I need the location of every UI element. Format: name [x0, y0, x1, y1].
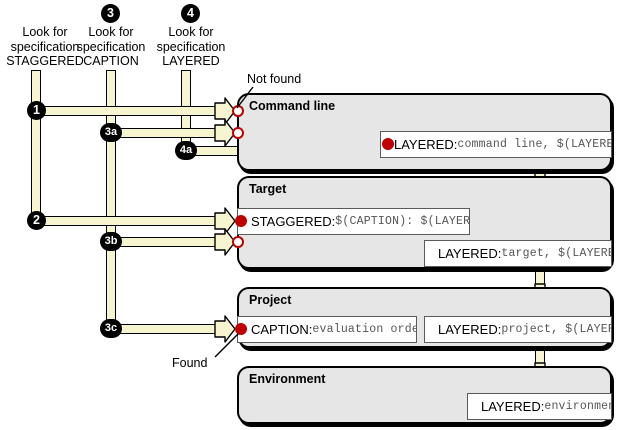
value-key: LAYERED — [438, 246, 498, 261]
lookup-marker-1: 1 — [27, 101, 46, 120]
scope-title-environment: Environment — [249, 372, 326, 386]
pipe-lookup-3b — [106, 237, 218, 247]
value-box-project-caption: CAPTION:evaluation order — [237, 316, 417, 343]
arrowhead-lookup-3c — [214, 315, 236, 343]
status-dot-found-target-staggered — [235, 215, 247, 227]
pipe-lookup-2 — [31, 216, 218, 226]
column-label-caption: Look for specification CAPTION — [76, 25, 146, 68]
value-sep: : — [540, 399, 545, 414]
column-marker-4: 4 — [181, 4, 200, 23]
callout-found-label: Found — [172, 356, 208, 370]
value-box-target-layered: LAYERED:target, $(LAYERED) — [424, 240, 612, 267]
lookup-marker-3c: 3c — [100, 319, 122, 338]
column-label-staggered: Look for specification STAGGERED — [6, 25, 84, 68]
pipe-lookup-3a — [106, 128, 218, 138]
value-text: project, $(LAYERED) — [501, 323, 611, 336]
value-sep: : — [308, 322, 313, 337]
lookup-marker-3a: 3a — [100, 123, 122, 142]
callout-found-leader — [214, 333, 242, 359]
callout-not-found-leader — [233, 86, 259, 110]
value-key: LAYERED — [394, 137, 454, 152]
value-text: target, $(LAYERED) — [501, 247, 611, 260]
value-sep: : — [497, 322, 502, 337]
arrowhead-lookup-3a — [214, 119, 236, 147]
column-label-layered: Look for specification LAYERED — [156, 25, 226, 68]
arrowhead-lookup-2 — [214, 207, 236, 235]
pipe-column-staggered — [31, 70, 41, 226]
callout-not-found-label: Not found — [247, 72, 302, 86]
value-key: LAYERED — [481, 399, 541, 414]
status-dot-not-found-command-line-2 — [232, 127, 244, 139]
scope-title-project: Project — [249, 293, 292, 307]
status-dot-not-found-target — [232, 236, 244, 248]
scope-title-command-line: Command line — [249, 99, 336, 113]
status-dot-found-project-caption — [235, 323, 247, 335]
pipe-lookup-1 — [31, 106, 218, 116]
value-sep: : — [497, 246, 502, 261]
lookup-marker-3b: 3b — [100, 232, 122, 251]
status-dot-found-command-line-layered — [382, 138, 394, 150]
value-key: CAPTION — [251, 322, 309, 337]
value-text: command line, $(LAYERED) — [457, 138, 612, 151]
value-key: LAYERED — [438, 322, 498, 337]
value-text: $(CAPTION): $(LAYERED) — [335, 215, 470, 228]
lookup-marker-2: 2 — [27, 211, 46, 230]
value-sep: : — [453, 137, 458, 152]
value-box-environment-layered: LAYERED:environment — [467, 393, 612, 420]
value-sep: : — [331, 214, 336, 229]
lookup-marker-4a: 4a — [175, 141, 197, 160]
scope-title-target: Target — [249, 182, 287, 196]
pipe-lookup-3c — [106, 324, 218, 334]
value-text: evaluation order — [312, 323, 417, 336]
value-text: environment — [544, 400, 611, 413]
value-box-command-line-layered: LAYERED:command line, $(LAYERED) — [380, 131, 612, 158]
value-key: STAGGERED — [251, 214, 332, 229]
arrowhead-lookup-1 — [214, 97, 236, 125]
column-marker-3: 3 — [101, 4, 120, 23]
value-box-project-layered: LAYERED:project, $(LAYERED) — [424, 316, 612, 343]
value-box-target-staggered: STAGGERED:$(CAPTION): $(LAYERED) — [237, 208, 470, 235]
arrowhead-lookup-3b — [214, 228, 236, 256]
